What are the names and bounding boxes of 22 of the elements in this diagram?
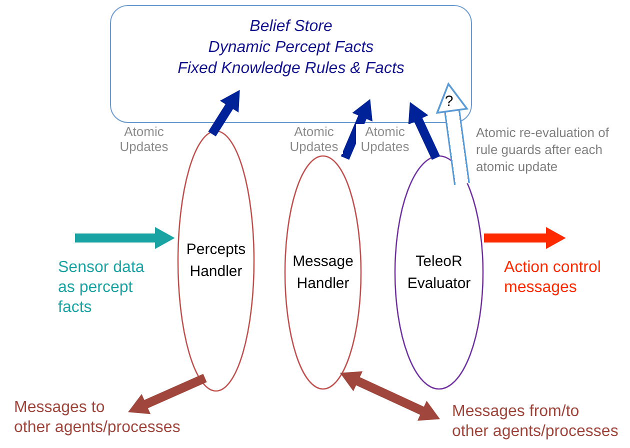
- block-arrow: [128, 374, 207, 414]
- node-label: TeleoR Evaluator: [406, 252, 472, 294]
- process-ellipse: [177, 130, 255, 392]
- process-ellipse: [284, 155, 362, 390]
- node-label: Percepts Handler: [185, 240, 247, 282]
- flow-text: Messages to other agents/processes: [14, 398, 192, 438]
- block-arrow: [75, 227, 175, 249]
- note-text: Atomic re-evaluation of rule guards after each atomic update: [476, 124, 610, 175]
- block-arrow: [340, 371, 440, 421]
- box-text: Belief Store: [248, 17, 334, 37]
- flow-text: Sensor data as percept facts: [58, 258, 154, 318]
- block-arrow: [208, 90, 240, 136]
- block-arrow: [340, 99, 372, 160]
- block-arrow: [484, 227, 566, 249]
- belief-store-box: [110, 5, 472, 123]
- block-arrow: [408, 102, 440, 160]
- edge-label: ?: [444, 94, 454, 109]
- box-text: Fixed Knowledge Rules & Facts: [176, 59, 406, 79]
- box-text: Dynamic Percept Facts: [207, 38, 375, 58]
- flow-text: Action control messages: [504, 258, 624, 298]
- flow-text: Messages from/to other agents/processes: [452, 402, 628, 442]
- node-label: Message Handler: [292, 252, 354, 294]
